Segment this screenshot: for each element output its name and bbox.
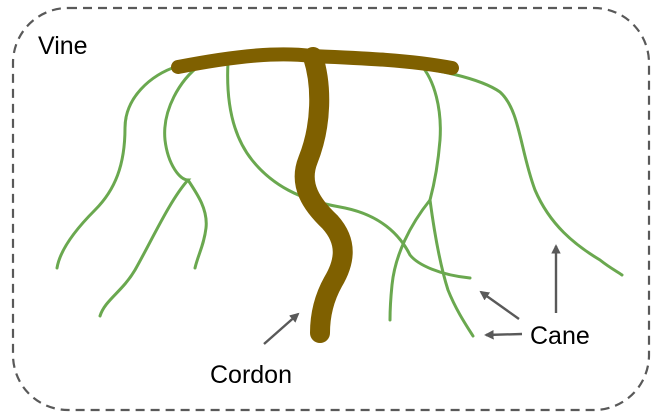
cane-shoot xyxy=(100,65,200,316)
cane-arrow xyxy=(486,334,522,335)
cordon-group xyxy=(178,54,452,333)
arrows-group xyxy=(264,246,556,344)
cordon-label: Cordon xyxy=(210,361,292,389)
trunk xyxy=(305,57,343,333)
canes-group xyxy=(57,62,622,336)
cane-shoot xyxy=(385,62,622,275)
vine-label: Vine xyxy=(38,32,88,60)
cane-shoot xyxy=(390,64,440,320)
cane-arrow xyxy=(481,292,519,319)
cane-shoot xyxy=(188,180,206,268)
cordon-arrow xyxy=(264,314,298,344)
cane-shoot xyxy=(57,66,178,268)
cane-shoot xyxy=(430,200,473,336)
cane-label: Cane xyxy=(530,322,590,350)
